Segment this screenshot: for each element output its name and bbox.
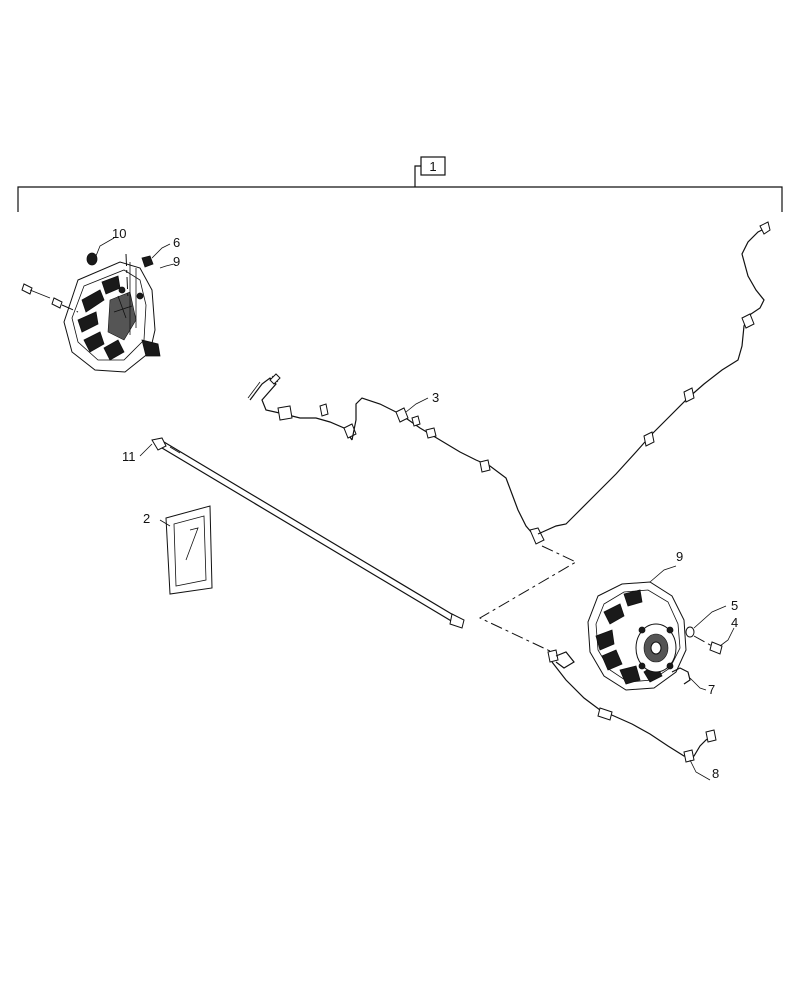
callout-10[interactable]: 10 [112,226,126,241]
callout-2[interactable]: 2 [143,511,150,526]
rod-part: 11 [122,437,465,629]
brake-assembly-left [63,261,161,373]
decal-part: 2 [143,505,213,595]
bolt-left [21,283,79,313]
brake-hose-part-8: 8 [547,649,719,781]
brake-line-main: 3 [247,221,771,545]
fitting-part-6: 6 9 [141,235,180,269]
callout-6[interactable]: 6 [173,235,180,250]
callout-11[interactable]: 11 [122,449,136,464]
washer-part-5: 5 [685,598,738,638]
callout-3[interactable]: 3 [432,390,439,405]
callout-9-top[interactable]: 9 [173,254,180,269]
callout-4[interactable]: 4 [731,615,738,630]
callout-5[interactable]: 5 [731,598,738,613]
callout-9-bottom[interactable]: 9 [676,549,683,564]
brake-assembly-right: 9 [587,549,687,691]
clip-part-7: 7 [671,667,715,697]
callout-1[interactable]: 1 [429,159,436,174]
leader-lines [125,253,578,653]
bolt-part-4: 4 [693,615,738,655]
cap-part: 10 [86,226,126,266]
assembly-bracket: 1 [17,156,783,212]
callout-7[interactable]: 7 [708,682,715,697]
callout-8[interactable]: 8 [712,766,719,781]
